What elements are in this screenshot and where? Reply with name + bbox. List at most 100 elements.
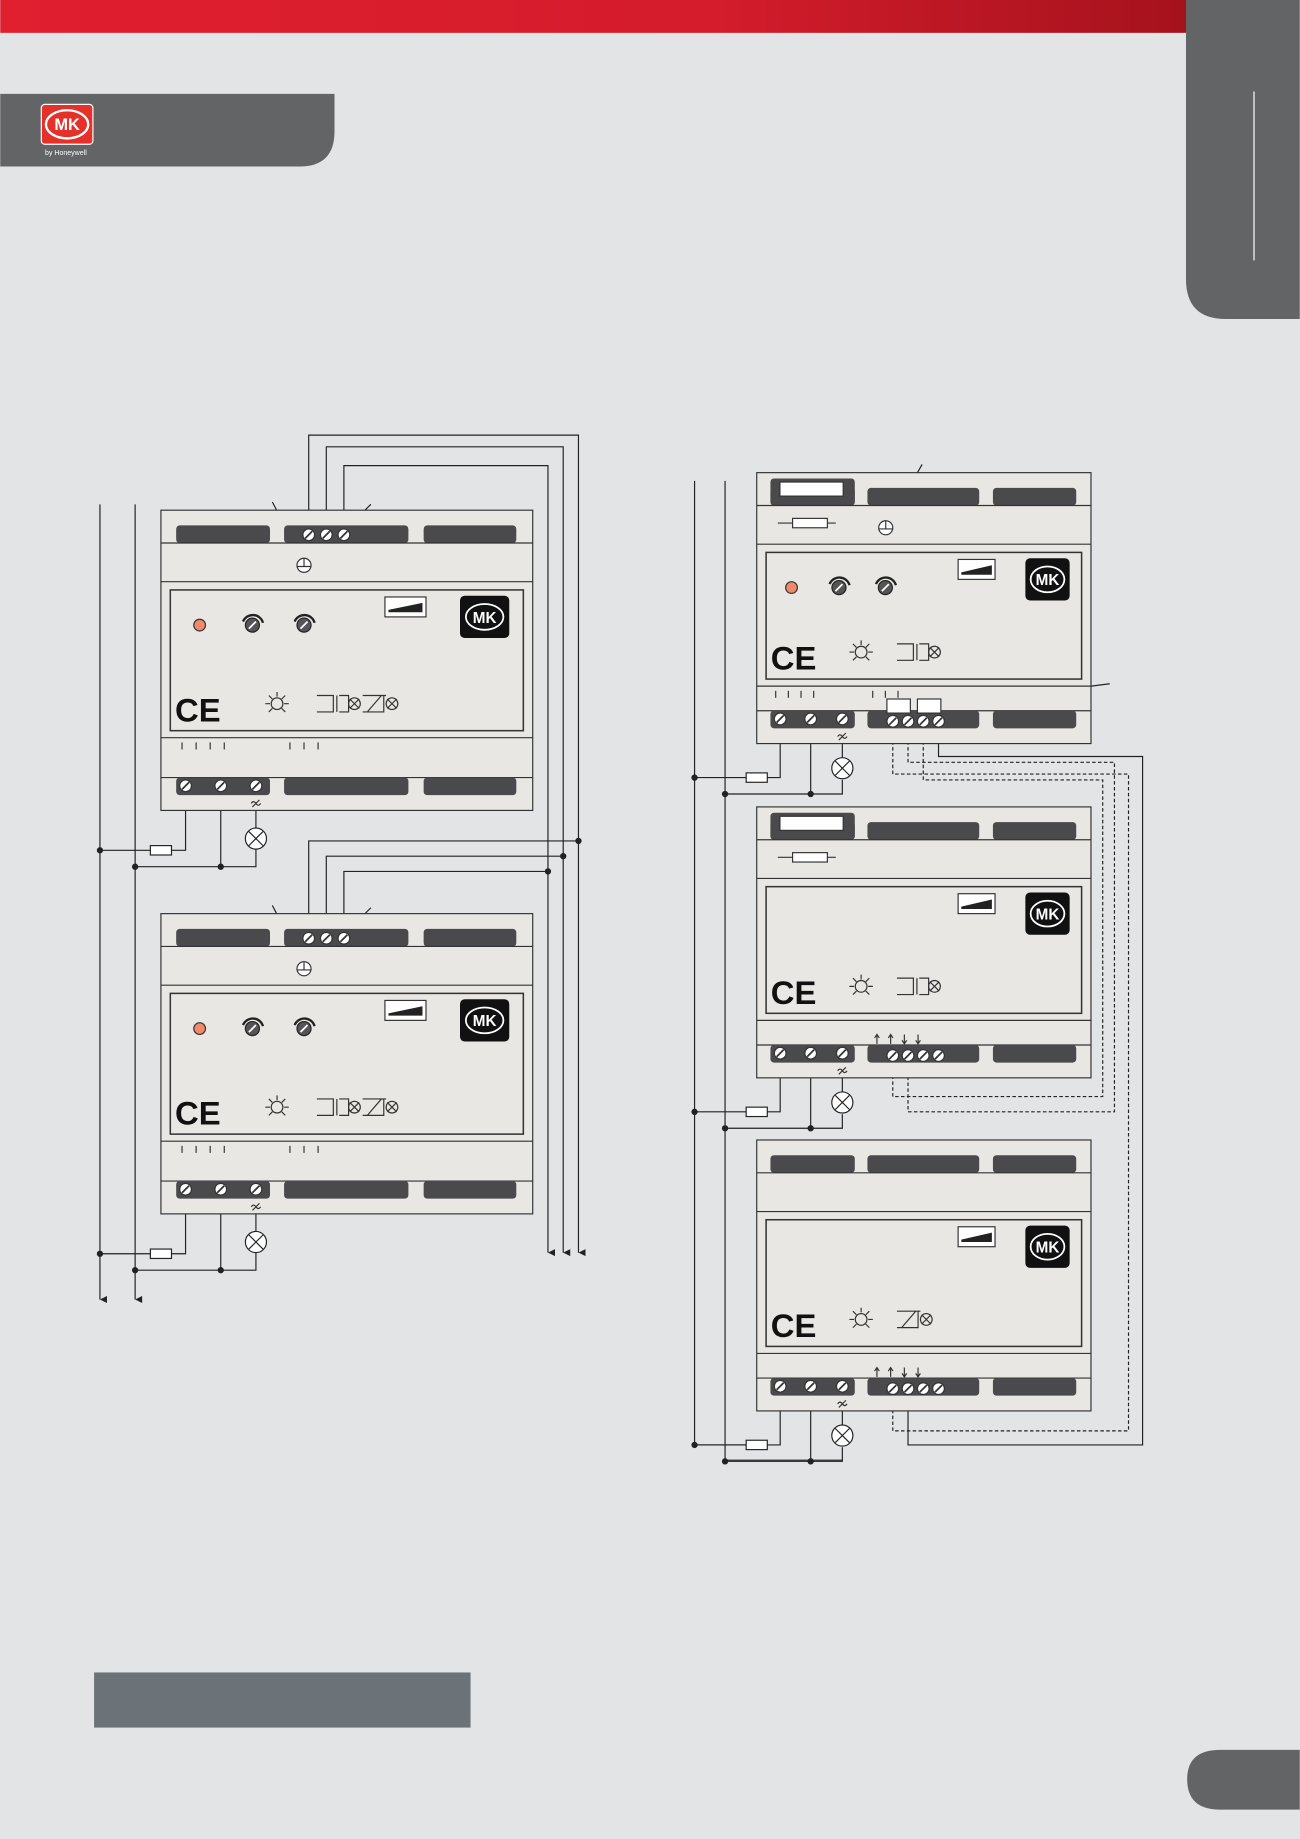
wire	[308, 840, 579, 929]
signal-arrow-icon	[887, 1033, 894, 1044]
transformer-icon	[896, 643, 930, 661]
wire	[725, 1447, 843, 1462]
ac-symbol-icon	[837, 732, 848, 741]
terminal-cover	[284, 1181, 409, 1199]
coil-icon	[362, 1098, 387, 1116]
junction-dot	[721, 1125, 729, 1132]
light-icon	[270, 697, 284, 711]
terminal-cover	[176, 928, 271, 947]
signal-arrow-icon	[901, 1367, 908, 1378]
light-icon	[854, 645, 868, 659]
light-icon	[854, 979, 868, 993]
terminal-cover	[284, 777, 409, 796]
terminal-cover	[992, 1044, 1077, 1063]
signal-arrow-icon	[915, 1367, 921, 1378]
signal-arrow-icon	[874, 1366, 880, 1377]
signal-arrow-icon	[887, 1366, 894, 1377]
terminal-cover	[992, 1155, 1077, 1173]
junction-dot	[691, 774, 698, 781]
terminal-cover	[867, 822, 980, 840]
ac-symbol-icon	[837, 1066, 848, 1075]
fuse-icon	[791, 517, 828, 529]
mk-badge-text: MK	[1036, 907, 1060, 924]
junction-dot	[96, 1250, 104, 1257]
wire	[907, 729, 1116, 1113]
wire	[343, 870, 548, 929]
wire	[892, 729, 1104, 1098]
wire	[892, 729, 1130, 1432]
wire	[135, 849, 257, 868]
transformer-icon	[316, 1098, 350, 1116]
logo-subtext: by Honeywell	[45, 150, 87, 157]
terminal-cover	[176, 525, 271, 544]
fuse-icon	[745, 1439, 768, 1451]
terminal-cover	[867, 1155, 980, 1173]
mk-badge-text: MK	[1036, 1240, 1060, 1257]
junction-dot	[131, 1267, 139, 1274]
footer-box	[94, 1672, 471, 1728]
wire	[343, 465, 556, 1257]
fuse-icon	[149, 845, 173, 856]
ce-mark: CE	[771, 640, 817, 677]
fuse-icon	[791, 852, 828, 863]
wire	[767, 1063, 781, 1113]
ce-mark: CE	[771, 1307, 817, 1344]
ce-mark: CE	[175, 691, 221, 728]
junction-dot	[721, 1458, 729, 1465]
terminal-cover	[992, 1378, 1077, 1396]
light-icon	[854, 1312, 868, 1326]
junction-dot	[691, 1108, 698, 1116]
mk-badge-text: MK	[473, 1013, 497, 1030]
light-icon	[270, 1100, 284, 1114]
ac-symbol-icon	[250, 799, 262, 808]
coil-icon	[362, 694, 387, 713]
status-led	[785, 581, 798, 595]
terminal-cover	[770, 1155, 855, 1173]
signal-arrow-icon	[874, 1033, 880, 1044]
wire	[135, 1252, 257, 1271]
wire	[171, 1198, 187, 1255]
transformer-icon	[896, 977, 930, 996]
dimmer-module: MK CE	[160, 509, 534, 812]
fuse-icon	[149, 1248, 173, 1260]
junction-dot	[96, 847, 104, 854]
wire	[907, 729, 1144, 1446]
wire	[767, 729, 781, 779]
terminal-cover	[867, 487, 980, 506]
mk-logo: MK by Honeywell	[40, 103, 94, 157]
top-red-bar	[0, 0, 1188, 33]
terminal-cover	[992, 710, 1077, 729]
terminal-cover	[423, 525, 517, 544]
junction-dot	[721, 790, 729, 798]
ac-symbol-icon	[837, 1399, 848, 1408]
fuse-icon	[745, 1106, 768, 1118]
signal-arrow-icon	[915, 1034, 921, 1045]
terminal-cover	[992, 822, 1077, 840]
junction-dot	[691, 1441, 698, 1449]
wire	[325, 855, 564, 929]
status-led	[193, 618, 207, 632]
wire	[767, 1396, 781, 1446]
mk-badge-text: MK	[473, 610, 497, 627]
status-led	[193, 1022, 207, 1036]
ce-mark: CE	[771, 974, 817, 1011]
wire	[725, 1114, 843, 1129]
mk-badge-text: MK	[1036, 572, 1060, 589]
wire	[725, 779, 843, 795]
dimmer-module: MK CE	[160, 913, 534, 1215]
wire	[325, 446, 571, 1257]
dimmer-module: MK CE	[756, 1139, 1092, 1412]
dimmer-module: MK CE	[756, 806, 1092, 1079]
side-tab	[1185, 0, 1300, 320]
ce-mark: CE	[175, 1095, 221, 1132]
terminal-cover	[423, 777, 517, 796]
logo-text: MK	[54, 116, 80, 134]
transformer-icon	[316, 694, 350, 713]
fuse-icon	[745, 772, 768, 783]
ac-symbol-icon	[250, 1202, 262, 1211]
wire	[171, 795, 187, 851]
page-number-tab	[1187, 1749, 1300, 1810]
junction-dot	[131, 863, 139, 870]
terminal-cover	[423, 928, 517, 947]
